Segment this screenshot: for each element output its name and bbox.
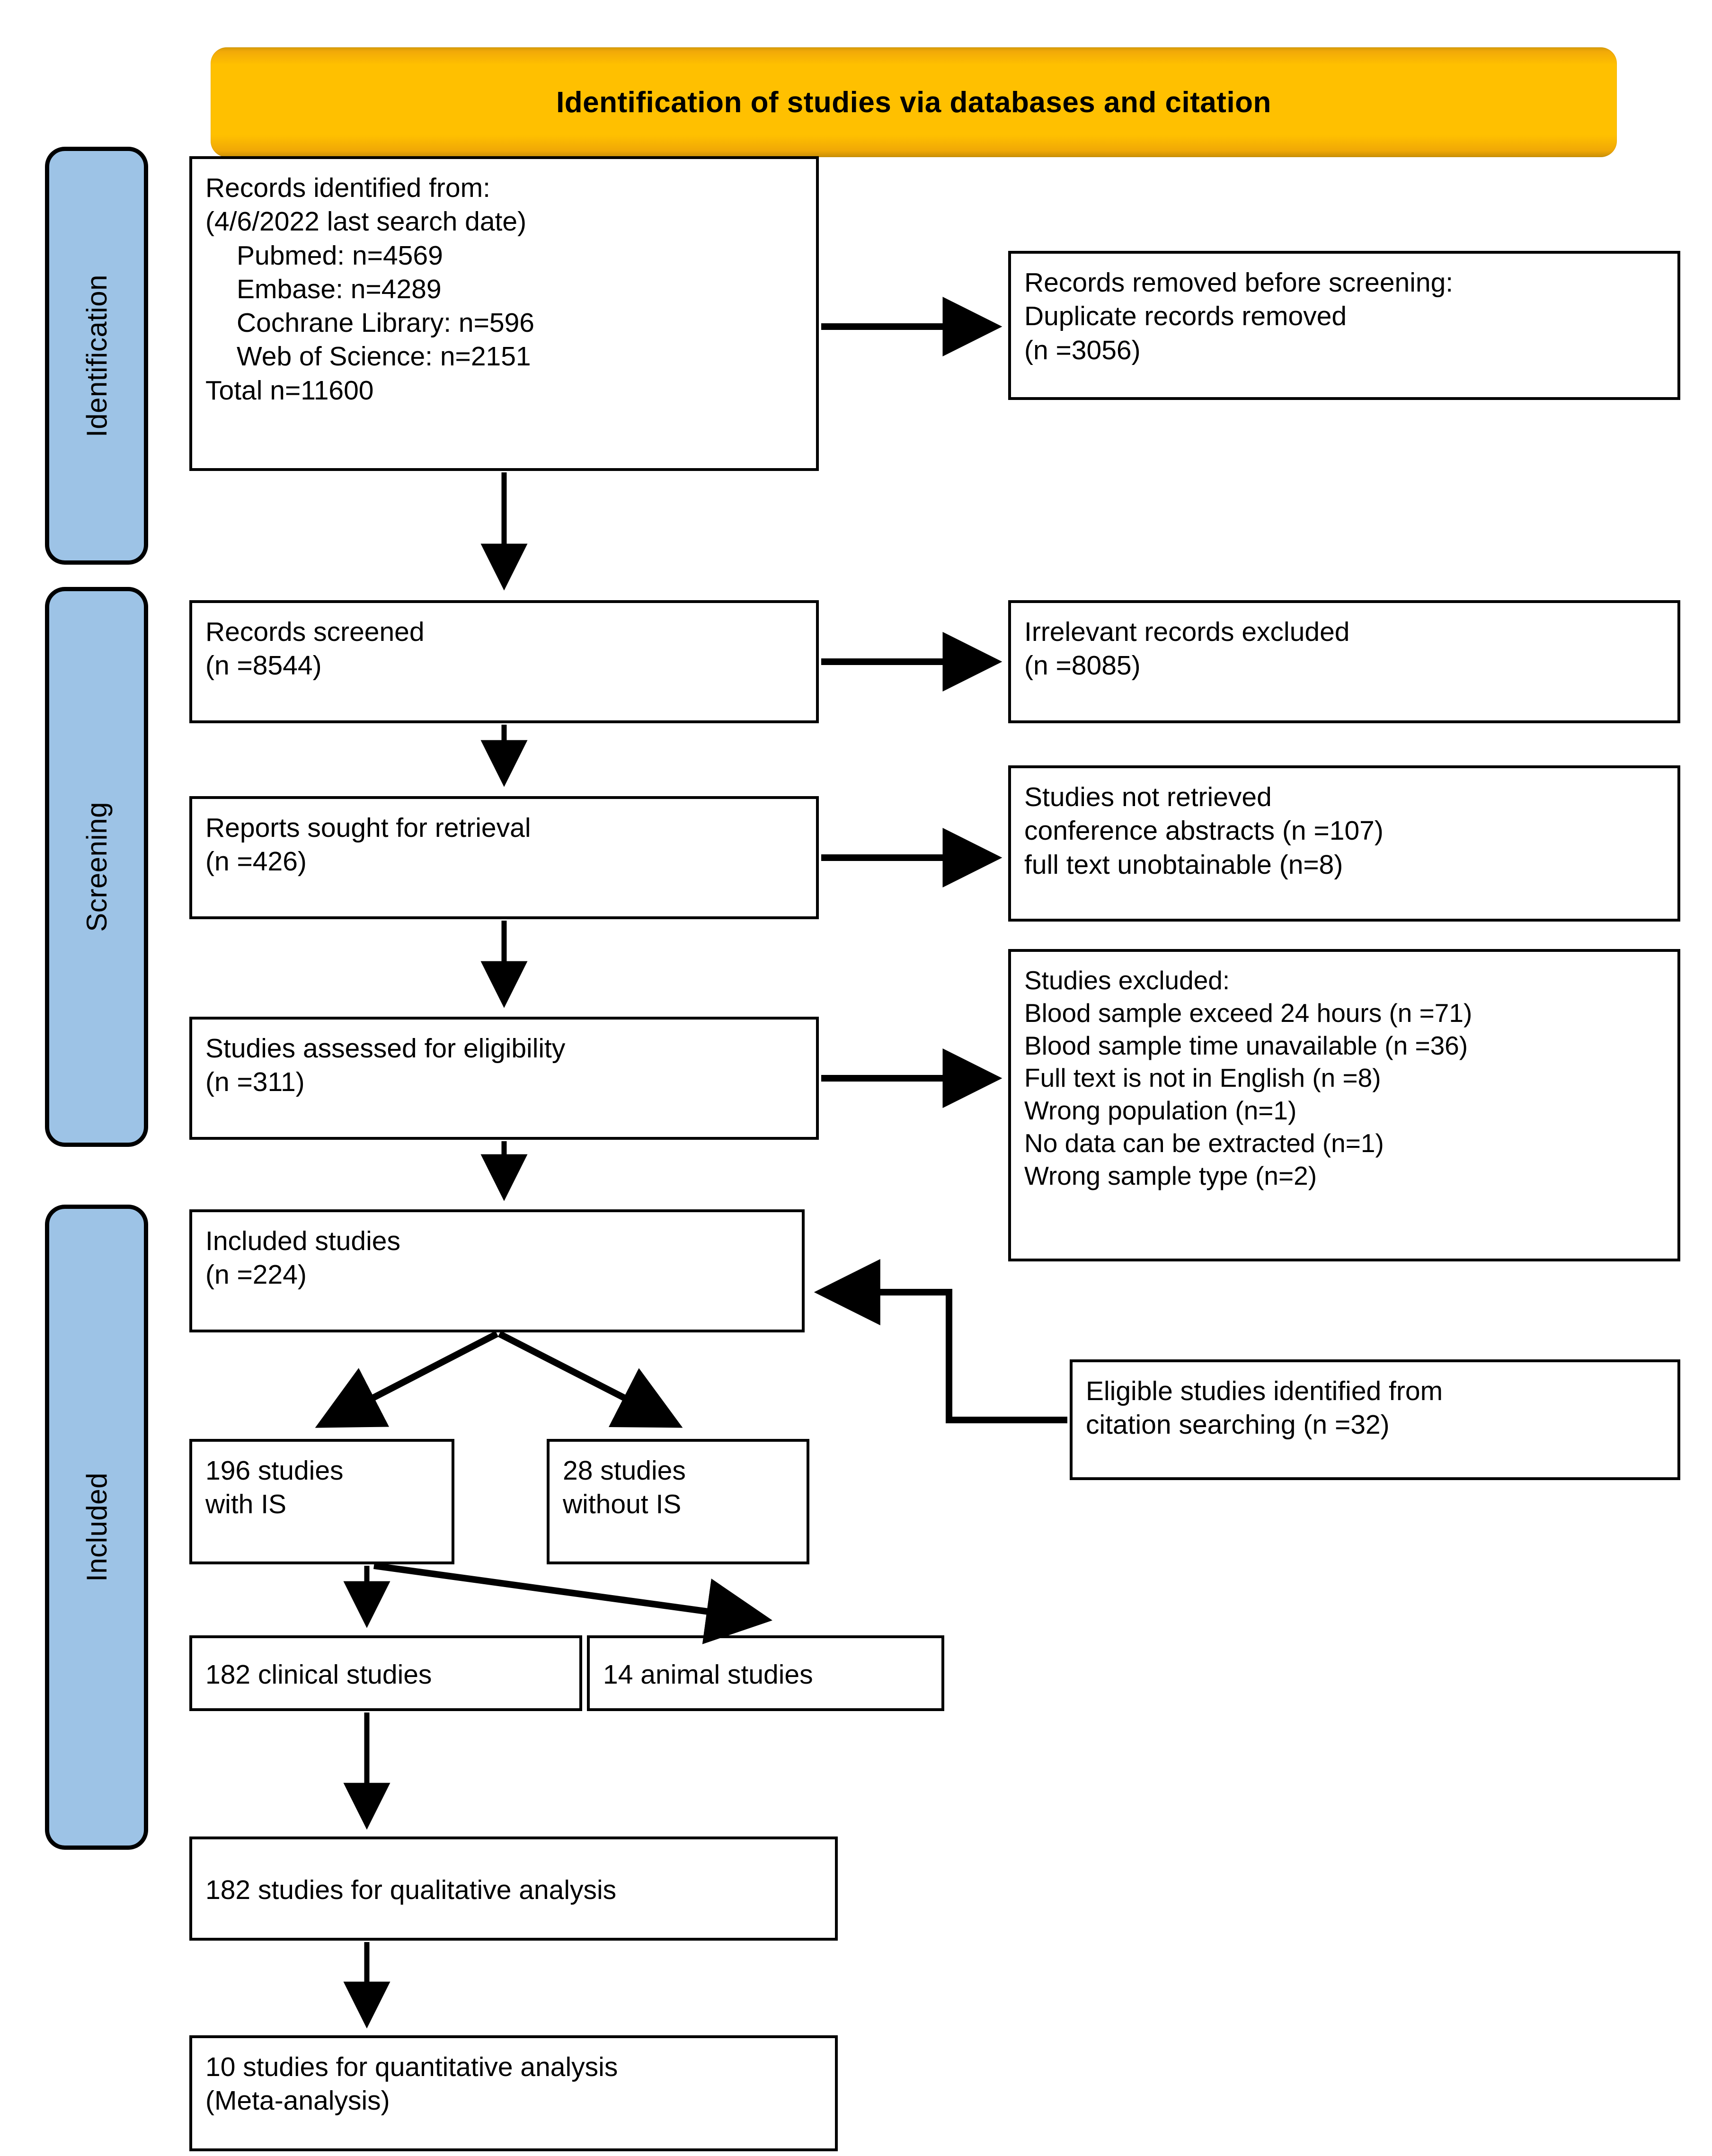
banner-title: Identification of studies via databases … — [556, 86, 1271, 119]
quantitative-analysis-label: 10 studies for quantitative analysis — [205, 2052, 618, 2082]
included-studies-label: Included studies — [205, 1226, 400, 1256]
citation-searching-line-2: citation searching (n =32) — [1086, 1410, 1390, 1440]
box-reports-sought: Reports sought for retrieval (n =426) — [189, 796, 819, 919]
records-identified-line-2: (4/6/2022 last search date) — [205, 206, 527, 237]
quantitative-analysis-sublabel: (Meta-analysis) — [205, 2085, 390, 2116]
box-studies-not-retrieved: Studies not retrieved conference abstrac… — [1008, 765, 1680, 922]
with-is-line-1: 196 studies — [205, 1455, 344, 1486]
studies-excluded-reason-1: Blood sample exceed 24 hours (n =71) — [1024, 998, 1472, 1028]
records-identified-line-1: Records identified from: — [205, 173, 490, 203]
assessed-eligibility-label: Studies assessed for eligibility — [205, 1033, 566, 1064]
records-identified-source-cochrane: Cochrane Library: n=596 — [237, 308, 534, 338]
without-is-line-1: 28 studies — [563, 1455, 686, 1486]
reports-sought-count: (n =426) — [205, 846, 307, 877]
records-screened-label: Records screened — [205, 617, 425, 647]
not-retrieved-full-text-unobtainable: full text unobtainable (n=8) — [1024, 849, 1343, 880]
records-identified-total: Total n=11600 — [205, 375, 374, 406]
box-animal-studies: 14 animal studies — [587, 1635, 944, 1711]
stage-tab-included: Included — [45, 1205, 148, 1850]
records-identified-source-embase: Embase: n=4289 — [237, 274, 442, 304]
records-screened-count: (n =8544) — [205, 650, 322, 681]
clinical-studies-label: 182 clinical studies — [205, 1659, 432, 1690]
included-studies-count: (n =224) — [205, 1260, 307, 1290]
without-is-line-2: without IS — [563, 1489, 682, 1520]
records-removed-line-1: Records removed before screening: — [1024, 267, 1454, 298]
irrelevant-excluded-count: (n =8085) — [1024, 650, 1141, 681]
stage-tab-included-label: Included — [80, 1473, 113, 1582]
box-citation-searching: Eligible studies identified from citatio… — [1070, 1359, 1680, 1480]
studies-excluded-label: Studies excluded: — [1024, 966, 1230, 995]
not-retrieved-conference-abstracts: conference abstracts (n =107) — [1024, 816, 1384, 846]
box-studies-with-is: 196 studies with IS — [189, 1439, 454, 1564]
stage-tab-screening-label: Screening — [80, 802, 113, 932]
studies-excluded-reason-4: Wrong population (n=1) — [1024, 1096, 1297, 1125]
records-identified-source-wos: Web of Science: n=2151 — [237, 341, 531, 372]
edge-citation-to-included — [814, 1259, 1067, 1423]
stage-tab-identification-label: Identification — [80, 274, 113, 437]
assessed-eligibility-count: (n =311) — [205, 1067, 305, 1098]
box-qualitative-analysis: 182 studies for qualitative analysis — [189, 1837, 838, 1941]
reports-sought-label: Reports sought for retrieval — [205, 813, 531, 843]
edge-included-to-with-is — [315, 1331, 499, 1428]
box-included-studies: Included studies (n =224) — [189, 1209, 805, 1332]
studies-excluded-reason-2: Blood sample time unavailable (n =36) — [1024, 1030, 1468, 1060]
box-assessed-eligibility: Studies assessed for eligibility (n =311… — [189, 1017, 819, 1140]
box-records-screened: Records screened (n =8544) — [189, 600, 819, 723]
citation-searching-line-1: Eligible studies identified from — [1086, 1376, 1443, 1406]
box-clinical-studies: 182 clinical studies — [189, 1635, 582, 1711]
stage-tab-identification: Identification — [45, 147, 148, 565]
box-irrelevant-excluded: Irrelevant records excluded (n =8085) — [1008, 600, 1680, 723]
irrelevant-excluded-label: Irrelevant records excluded — [1024, 617, 1350, 647]
studies-excluded-reason-3: Full text is not in English (n =8) — [1024, 1063, 1381, 1093]
edge-with-is-to-animal — [373, 1562, 772, 1644]
animal-studies-label: 14 animal studies — [603, 1659, 813, 1690]
box-studies-excluded: Studies excluded: Blood sample exceed 24… — [1008, 949, 1680, 1261]
edge-included-to-without-is — [497, 1331, 683, 1428]
diagram-banner: Identification of studies via databases … — [211, 47, 1617, 157]
records-removed-count: (n =3056) — [1024, 335, 1141, 365]
box-records-identified: Records identified from: (4/6/2022 last … — [189, 156, 819, 471]
box-records-removed: Records removed before screening: Duplic… — [1008, 251, 1680, 400]
stage-tab-screening: Screening — [45, 587, 148, 1147]
not-retrieved-label: Studies not retrieved — [1024, 782, 1272, 812]
studies-excluded-reason-6: Wrong sample type (n=2) — [1024, 1161, 1317, 1190]
box-quantitative-analysis: 10 studies for quantitative analysis (Me… — [189, 2035, 838, 2151]
records-identified-source-pubmed: Pubmed: n=4569 — [237, 240, 443, 271]
studies-excluded-reason-5: No data can be extracted (n=1) — [1024, 1128, 1384, 1158]
with-is-line-2: with IS — [205, 1489, 287, 1520]
qualitative-analysis-label: 182 studies for qualitative analysis — [205, 1875, 617, 1906]
box-studies-without-is: 28 studies without IS — [547, 1439, 809, 1564]
records-removed-line-2: Duplicate records removed — [1024, 301, 1347, 332]
